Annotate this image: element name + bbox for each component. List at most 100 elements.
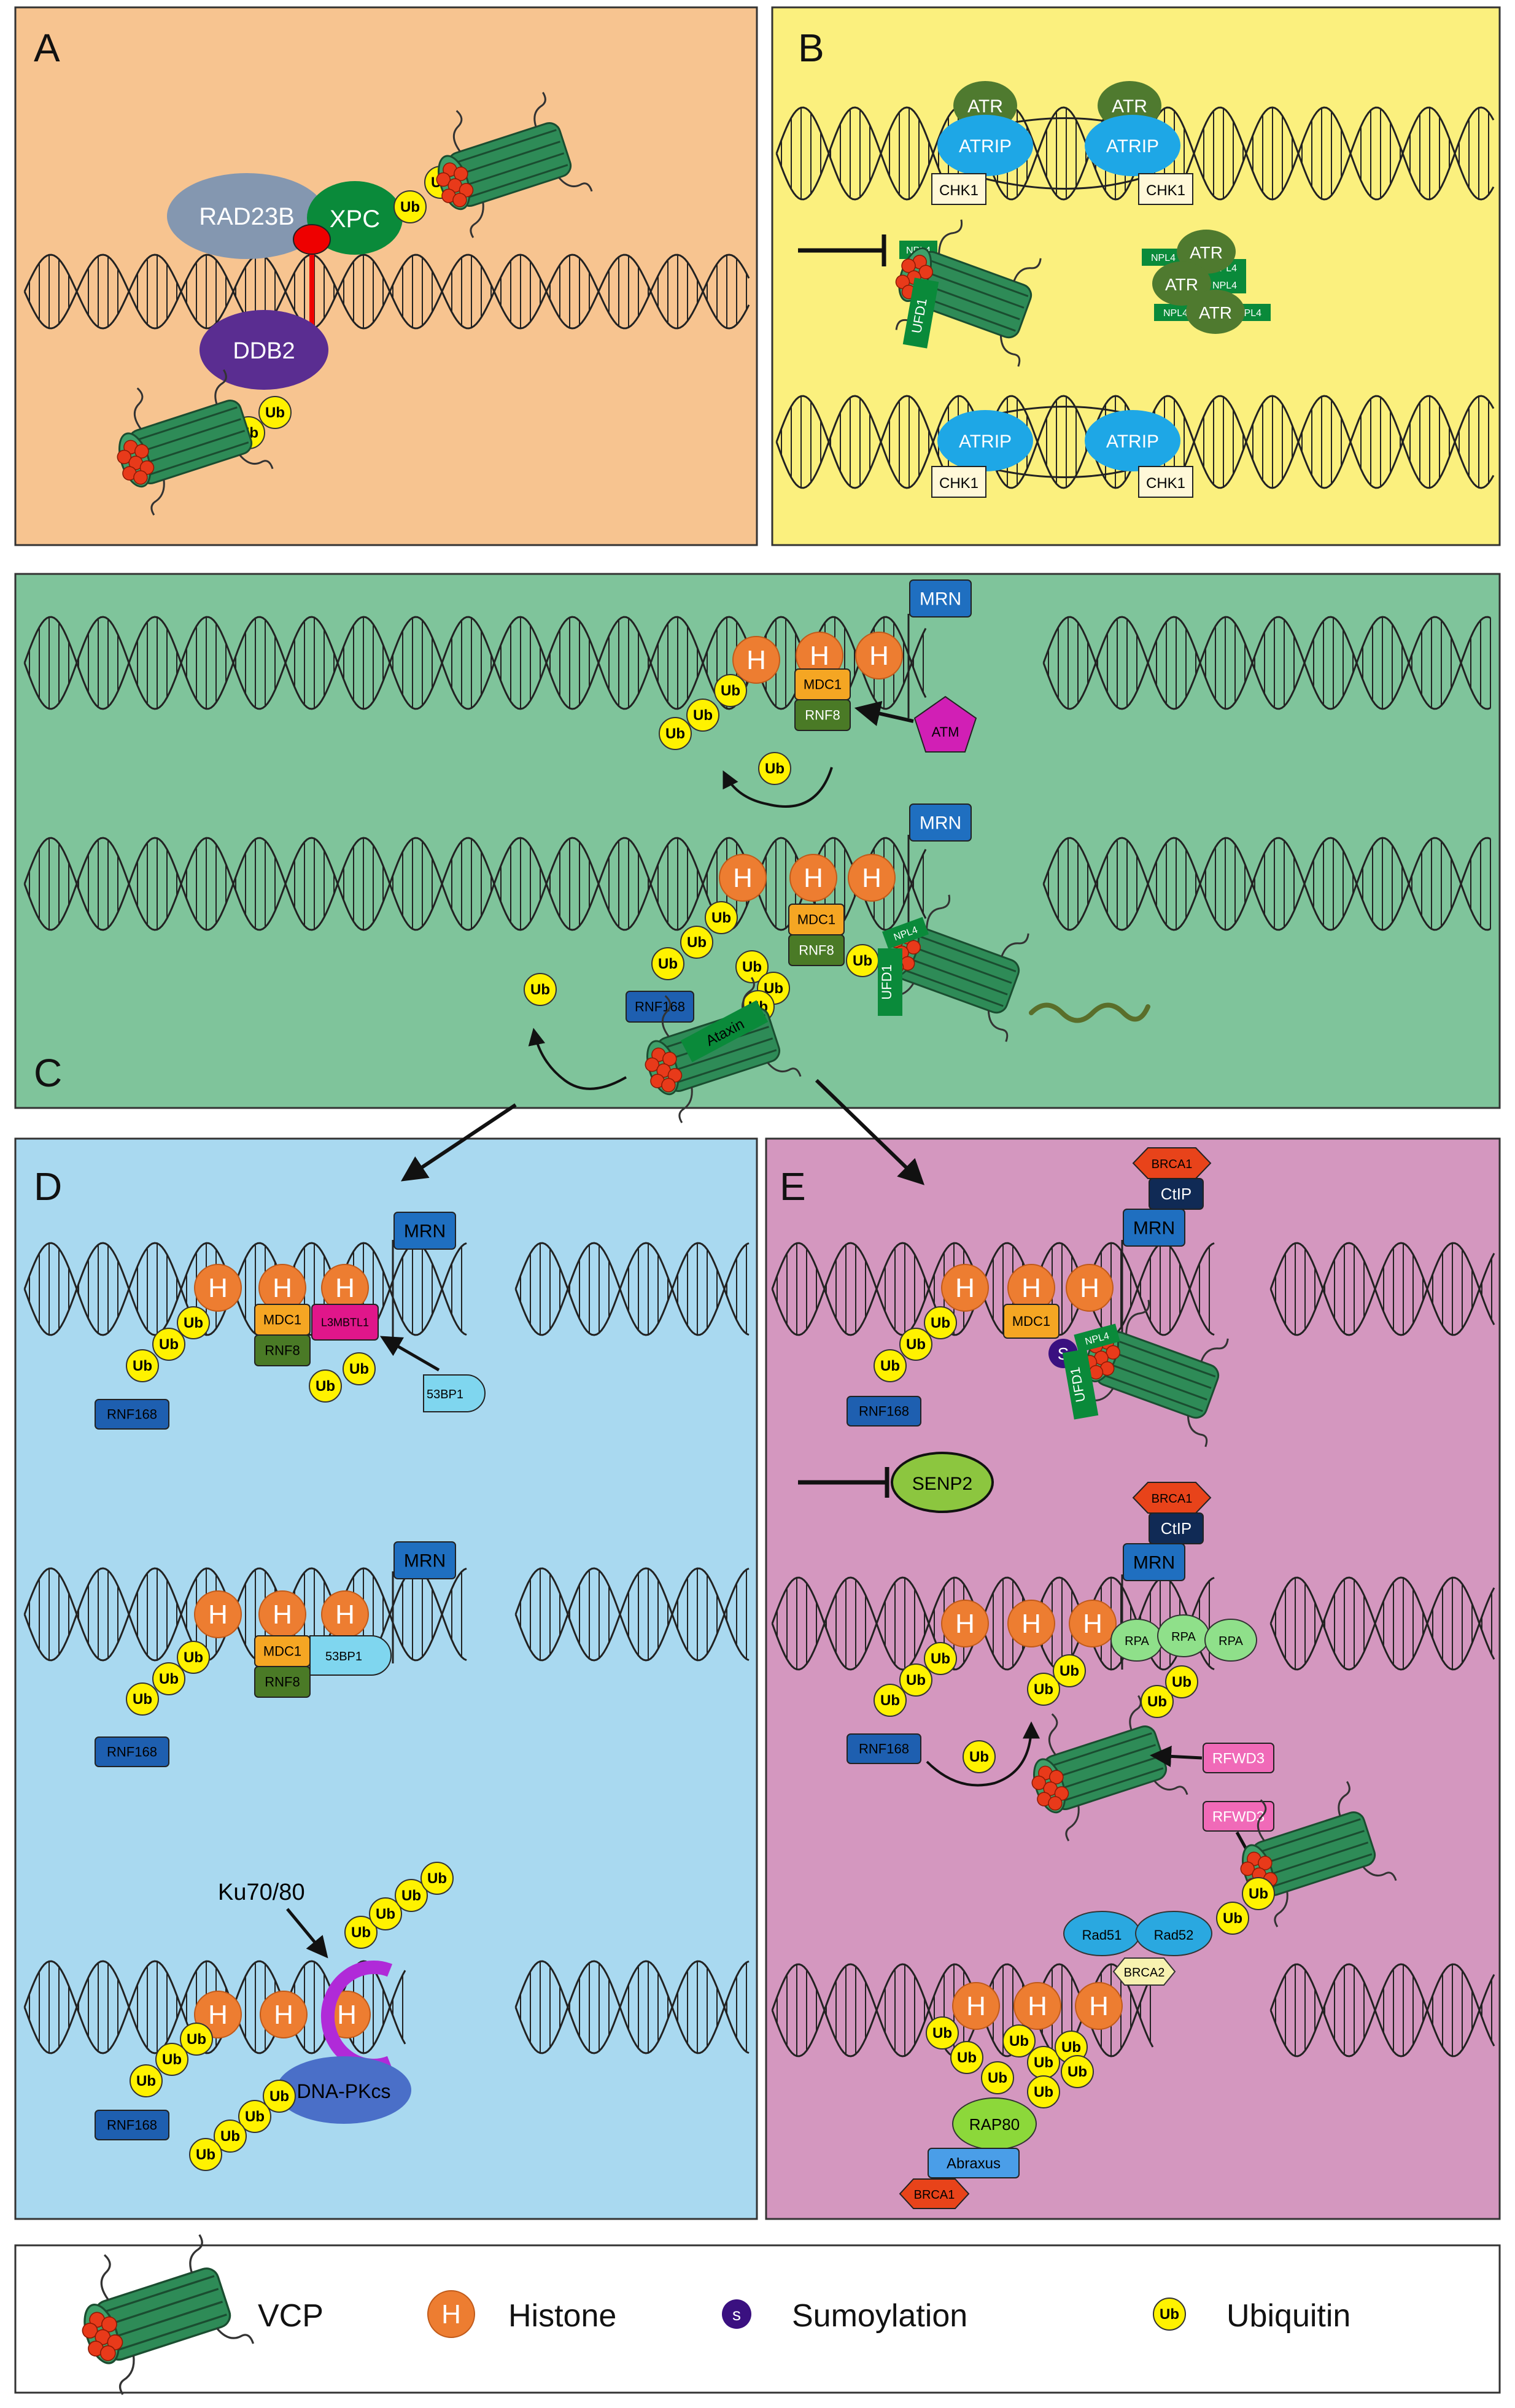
mrn-box: MRN [393, 1212, 456, 1250]
atr-label: ATR [967, 96, 1003, 117]
vcp-tail [999, 335, 1021, 367]
vcp-subunit [101, 2316, 117, 2333]
histone-label: H [869, 641, 889, 671]
histone-label: H [208, 1600, 228, 1630]
chk1-label: CHK1 [939, 475, 978, 492]
ubiquitin-circle [924, 1306, 957, 1339]
ub: Ub [309, 1369, 342, 1403]
ubiquitin-label: Ub [401, 1887, 421, 1904]
box-label: RNF168 [107, 2118, 157, 2133]
vcp-tail [558, 177, 593, 192]
ub: Ub [524, 973, 557, 1006]
dna-pkcs-node [276, 2056, 411, 2124]
vcp-tail [470, 202, 484, 238]
ubiquitin-label: Ub [880, 1358, 900, 1374]
xpc-label: XPC [330, 206, 380, 233]
vcp-stripe [451, 129, 557, 165]
vcp-tail [239, 454, 274, 470]
ub: Ub [152, 1662, 185, 1695]
ddb2-node [200, 310, 328, 390]
ubiquitin-label: Ub [880, 1692, 900, 1709]
histone: H [1013, 1982, 1061, 2030]
histone-label: H [1028, 1991, 1047, 2021]
ubiquitin-circle [343, 1352, 376, 1385]
brca2-label: BRCA2 [1124, 1966, 1165, 1980]
53bp1-shape [423, 1374, 486, 1412]
ubiquitin-circle [651, 947, 684, 980]
ubiquitin-circle [369, 1897, 402, 1930]
histone: H [789, 854, 837, 902]
legend-histone-label: Histone [508, 2298, 616, 2334]
panel-e-letter: E [780, 1164, 806, 1209]
vcp-tail [150, 479, 165, 516]
53bp1-label: 53BP1 [325, 1650, 362, 1663]
atrip-label: ATRIP [1106, 136, 1159, 157]
ubiquitin-circle [705, 901, 738, 934]
ub: Ub [343, 1352, 376, 1385]
box-shape [1123, 1543, 1185, 1581]
ubiquitin-label: Ub [1009, 2033, 1029, 2050]
ubiquitin-label: Ub [957, 2050, 977, 2066]
ubiquitin-label: Ub [159, 1336, 179, 1353]
histone-label: H [273, 1273, 292, 1303]
ku-arrow [286, 1908, 328, 1959]
rfwd3-box: RFWD3 [1203, 1743, 1274, 1773]
arrow-c-to-d [401, 1103, 517, 1182]
histone-circle [848, 854, 896, 902]
atr-label: ATR [1199, 303, 1232, 322]
atrip-node [1085, 410, 1180, 471]
vcp-tail [1200, 1338, 1229, 1362]
atrip-label: ATRIP [1106, 432, 1159, 452]
vcp-tail [1001, 933, 1029, 957]
ubiquitin-label: Ub [658, 956, 678, 972]
ub: Ub [344, 1916, 378, 1949]
ubiquitin-label: Ub [1223, 1910, 1242, 1927]
vcp-subunit [661, 1078, 676, 1093]
rnf8-box: RNF8 [794, 699, 851, 731]
dna-strand [771, 1576, 1215, 1671]
rnf168-box: RNF168 [847, 1396, 921, 1427]
box-label: RNF168 [859, 1404, 909, 1419]
ub: Ub [1141, 1685, 1174, 1718]
vcp-body [436, 91, 593, 238]
chk1-label: CHK1 [1146, 475, 1185, 492]
dna-strand [23, 837, 927, 931]
ubiquitin-circle [1002, 2024, 1036, 2058]
rpa-label: RPA [1171, 1630, 1196, 1644]
vcp-stripe [102, 2288, 219, 2328]
vcp-subunit [88, 2340, 104, 2357]
mdc1-box: MDC1 [794, 668, 851, 700]
ub: Ub [874, 1684, 907, 1717]
ubiquitin-circle [189, 2138, 222, 2171]
vcp-tail [100, 2254, 111, 2301]
vcp-subunit [662, 1051, 677, 1066]
box-shape [1203, 1743, 1274, 1773]
box-shape [1003, 1304, 1060, 1339]
vcp-subunit [1049, 1770, 1064, 1784]
vcp-stripe [1098, 1372, 1203, 1412]
dna-strand [1269, 1242, 1495, 1336]
ubiquitin-circle [309, 1369, 342, 1403]
histone: H [941, 1264, 989, 1312]
ubiquitin-circle [152, 1662, 185, 1695]
dna-c-4 [1042, 837, 1491, 931]
ubiquitin-label: Ub [931, 1315, 950, 1331]
histone-label: H [955, 1273, 975, 1303]
brca2-hex [1112, 1957, 1176, 1986]
atm-arrow [854, 700, 914, 726]
ataxin-box [680, 1000, 769, 1063]
ubiquitin-label: Ub [693, 707, 713, 724]
box-shape [393, 1212, 456, 1250]
vcp-subunit [122, 466, 137, 481]
box-label: MRN [1133, 1218, 1175, 1239]
vcp-subunit [117, 449, 132, 465]
box-label: MDC1 [804, 677, 842, 692]
ub: Ub [950, 2041, 983, 2074]
vcp-tail [1048, 1713, 1058, 1756]
panel-b-letter: B [798, 26, 824, 70]
box-label: RNF8 [265, 1343, 300, 1358]
ubiquitin-label: Ub [721, 683, 740, 699]
vcp-subunit [436, 172, 451, 187]
dna-strand [514, 1960, 750, 2054]
ub: Ub [735, 950, 769, 983]
